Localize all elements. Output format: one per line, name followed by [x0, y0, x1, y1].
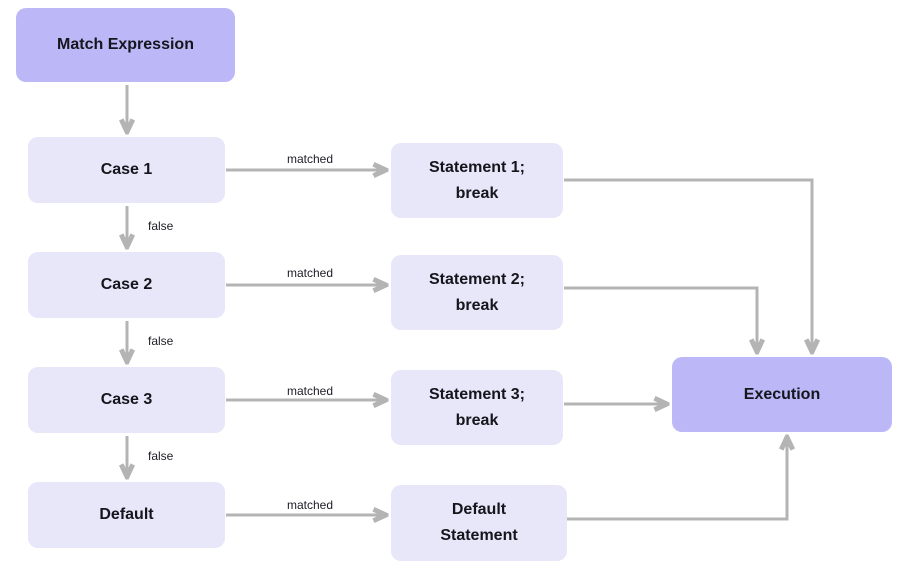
edge-statement2-to-execution [564, 286, 757, 351]
edge-label-matched-4: matched [286, 498, 334, 512]
node-statement-3: Statement 3; break [391, 370, 563, 445]
node-default-statement: Default Statement [391, 485, 567, 561]
node-case-2: Case 2 [28, 252, 225, 318]
node-default: Default [28, 482, 225, 548]
edge-label-matched-3: matched [286, 384, 334, 398]
edge-label-false-1: false [148, 219, 174, 233]
edge-label-matched-2: matched [286, 266, 334, 280]
edge-label-false-3: false [148, 449, 174, 463]
node-execution: Execution [672, 357, 892, 432]
edge-statement1-to-execution [564, 178, 812, 351]
node-statement-2: Statement 2; break [391, 255, 563, 330]
node-match-expression: Match Expression [16, 8, 235, 82]
node-case-3: Case 3 [28, 367, 225, 433]
edge-label-matched-1: matched [286, 152, 334, 166]
node-case-1: Case 1 [28, 137, 225, 203]
node-statement-1: Statement 1; break [391, 143, 563, 218]
edge-default-statement-to-execution [567, 438, 787, 521]
edge-label-false-2: false [148, 334, 174, 348]
